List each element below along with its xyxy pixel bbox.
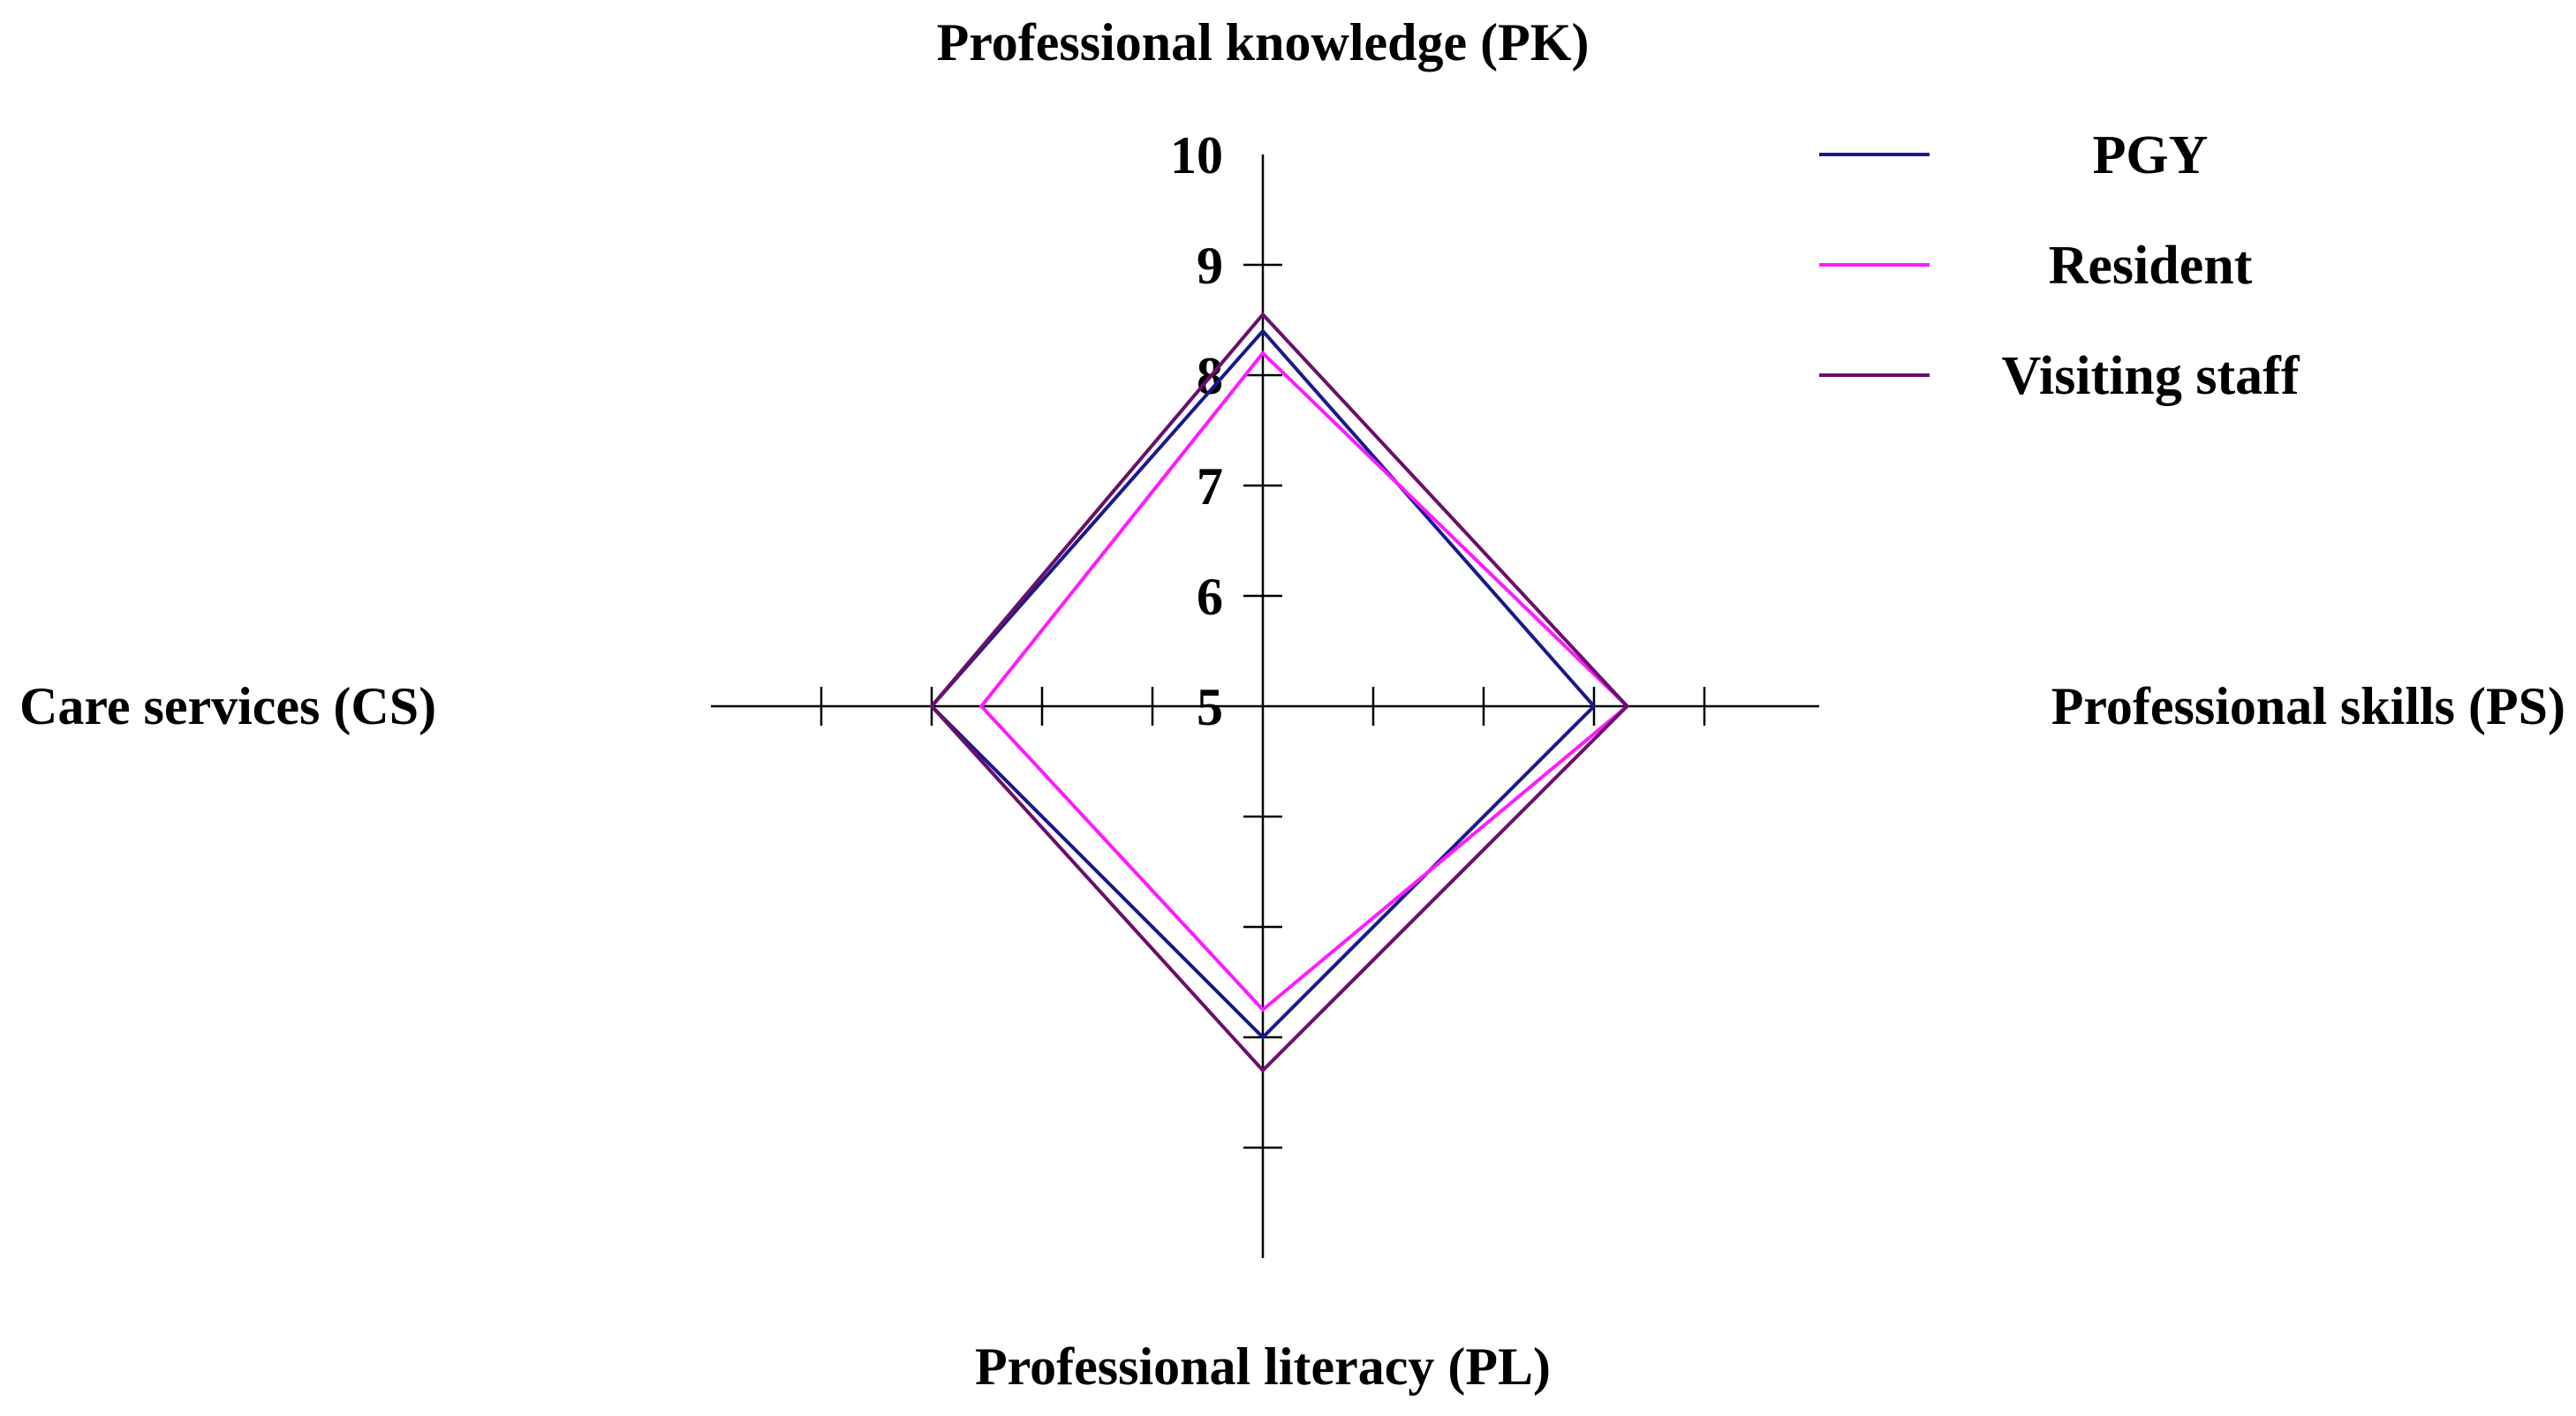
series-polygons bbox=[929, 312, 1630, 1073]
legend-label-resident: Resident bbox=[2049, 236, 2253, 296]
tick-label-7: 7 bbox=[1197, 457, 1223, 516]
tick-label-10: 10 bbox=[1170, 126, 1223, 185]
axis-label-cs: Care services (CS) bbox=[19, 677, 436, 735]
series-polygon-resident bbox=[978, 350, 1630, 1013]
tick-label-6: 6 bbox=[1197, 568, 1223, 626]
axis-label-pl: Professional literacy (PL) bbox=[975, 1337, 1551, 1396]
series-polygon-pgy bbox=[929, 328, 1597, 1040]
tick-label-5: 5 bbox=[1197, 678, 1223, 736]
tick-label-9: 9 bbox=[1197, 237, 1223, 295]
axes bbox=[711, 154, 1819, 1258]
legend: PGY Resident Visiting staff bbox=[1819, 125, 2300, 406]
series-polygon-visiting-staff bbox=[929, 312, 1630, 1073]
legend-label-pgy: PGY bbox=[2093, 125, 2209, 185]
legend-label-visiting-staff: Visiting staff bbox=[2002, 346, 2300, 406]
axis-label-ps: Professional skills (PS) bbox=[2051, 677, 2565, 735]
axis-label-pk: Professional knowledge (PK) bbox=[937, 13, 1590, 72]
